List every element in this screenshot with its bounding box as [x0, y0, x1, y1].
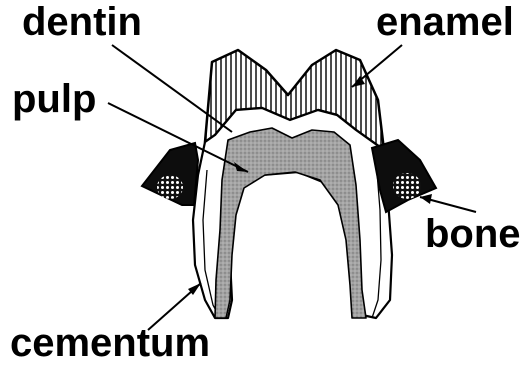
pulp-label: pulp: [12, 77, 96, 121]
enamel-label: enamel: [376, 0, 514, 44]
bone-marrow-left: [157, 175, 183, 199]
pulp-chamber: [215, 128, 366, 318]
bone-arrowhead: [420, 194, 432, 204]
cementum-label: cementum: [10, 321, 210, 365]
bone-marrow-right: [393, 173, 421, 199]
dentin-label: dentin: [22, 0, 142, 44]
bone-label: bone: [425, 212, 521, 256]
